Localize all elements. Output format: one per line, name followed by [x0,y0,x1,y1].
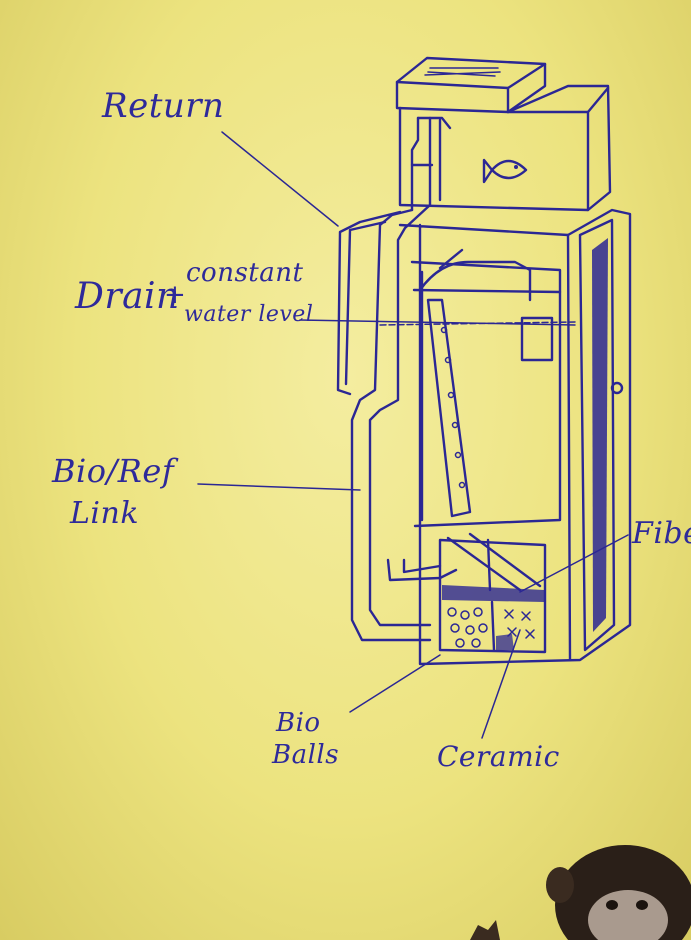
label-constant: constant [186,258,304,288]
ceramic-media [496,609,535,650]
filter-chamber [438,532,547,654]
label-ceramic: Ceramic [437,740,560,773]
label-bio-ref: Bio/Ref [52,452,175,490]
water-level-leader-line [299,319,576,326]
bio-balls-media [447,607,488,648]
sump-cabinet [398,208,632,666]
fish-icon [482,158,528,184]
monkey-figure [470,845,691,940]
label-bio: Bio [276,708,321,738]
top-box [395,56,547,114]
water-level-line [379,321,576,326]
upper-tank [398,84,612,212]
perforated-tube [418,248,554,518]
label-balls: Balls [272,740,340,770]
label-drain-plus: + [164,280,187,310]
label-link: Link [70,496,140,531]
return-leader-line [221,131,339,227]
label-water-level: water level [184,302,314,327]
label-fiber: Fiber [632,516,691,551]
bio-ref-leader-line [197,483,361,491]
label-drain: Drain [75,276,180,317]
return-drain-pipes [336,116,458,642]
label-return: Return [102,86,225,126]
fiber-leader-line [519,534,629,593]
